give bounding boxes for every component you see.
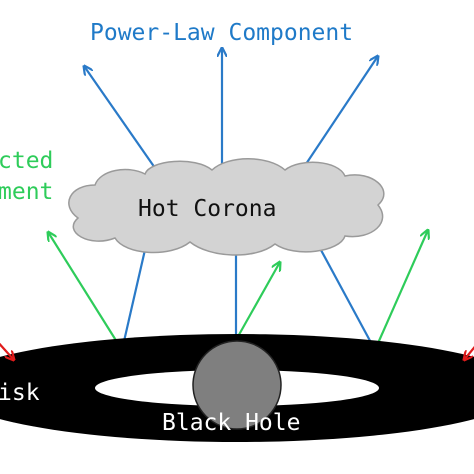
- hot-corona-cloud: [68, 158, 385, 256]
- red-arrow-right: [464, 346, 474, 360]
- power-law-arrow-right: [301, 56, 378, 171]
- reflected-label-line1: cted: [0, 148, 53, 174]
- power-law-label: Power-Law Component: [90, 20, 353, 46]
- hot-corona-label: Hot Corona: [138, 196, 276, 222]
- disk-label: isk: [0, 380, 40, 406]
- reflected-label-line2: ment: [0, 179, 53, 205]
- black-hole: [192, 340, 282, 430]
- reflected-arrow-middle: [235, 262, 280, 341]
- black-hole-label: Black Hole: [162, 410, 300, 436]
- reflected-arrow-right: [373, 230, 428, 351]
- red-arrow-left: [0, 342, 14, 360]
- power-law-arrow-left: [84, 66, 156, 169]
- reflected-arrow-left: [48, 232, 123, 351]
